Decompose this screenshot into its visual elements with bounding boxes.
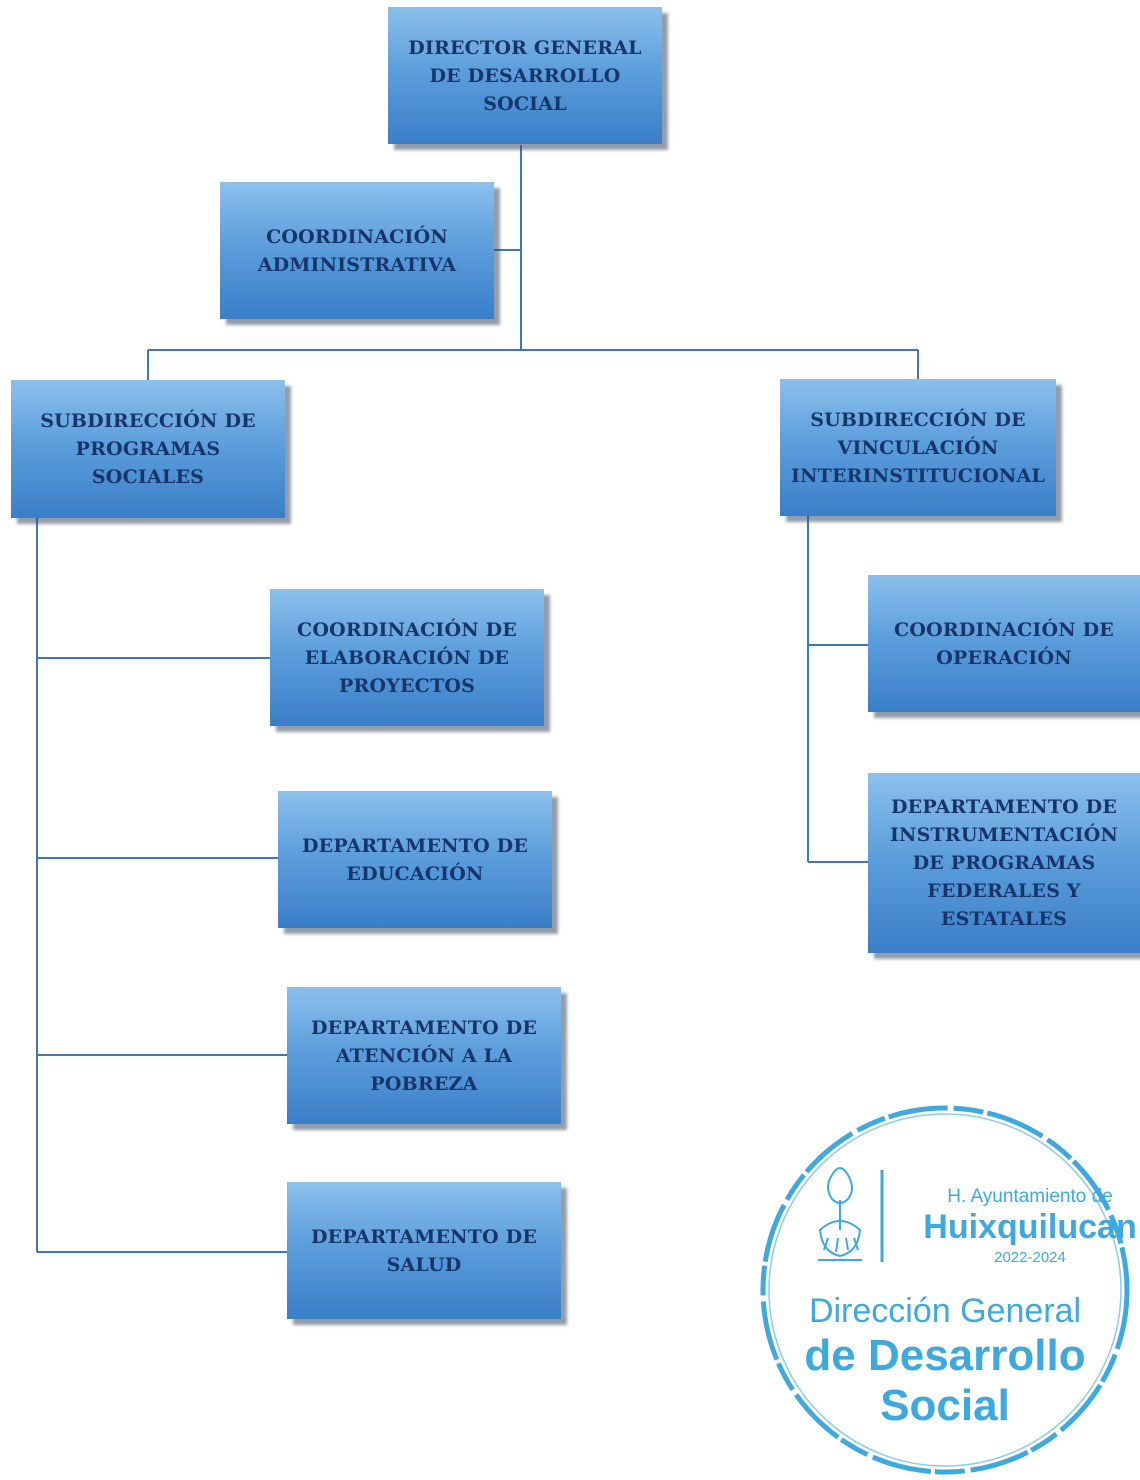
node-coordinacion-operacion: COORDINACIÓN DE OPERACIÓN <box>868 575 1140 712</box>
municipal-emblem-icon <box>818 1167 862 1261</box>
node-subdireccion-vinculacion-label: SUBDIRECCIÓN DE VINCULACIÓN INTERINSTITU… <box>790 408 1045 487</box>
node-departamento-educacion: DEPARTAMENTO DE EDUCACIÓN <box>278 791 552 928</box>
node-departamento-salud: DEPARTAMENTO DE SALUD <box>287 1182 561 1319</box>
node-subdireccion-programas-label: SUBDIRECCIÓN DE PROGRAMAS SOCIALES <box>40 410 256 488</box>
node-departamento-instrumentacion: DEPARTAMENTO DE INSTRUMENTACIÓN DE PROGR… <box>868 773 1140 953</box>
node-departamento-instrumentacion-label: DEPARTAMENTO DE INSTRUMENTACIÓN DE PROGR… <box>889 796 1119 930</box>
official-stamp: H. Ayuntamiento de Huixquilucan 2022-202… <box>760 1105 1137 1475</box>
node-coordinacion-administrativa: COORDINACIÓN ADMINISTRATIVA <box>220 182 494 319</box>
node-director-general: DIRECTOR GENERAL DE DESARROLLO SOCIAL <box>388 7 662 144</box>
stamp-line1: H. Ayuntamiento de <box>947 1186 1112 1207</box>
stamp-line2: Huixquilucan <box>923 1208 1136 1246</box>
node-departamento-pobreza: DEPARTAMENTO DE ATENCIÓN A LA POBREZA <box>287 987 561 1124</box>
node-director-general-label: DIRECTOR GENERAL DE DESARROLLO SOCIAL <box>408 36 642 115</box>
node-coordinacion-proyectos-label: COORDINACIÓN DE ELABORACIÓN DE PROYECTOS <box>297 618 517 697</box>
node-coordinacion-operacion-label: COORDINACIÓN DE OPERACIÓN <box>894 618 1114 669</box>
stamp-line5: de Desarrollo <box>804 1331 1085 1380</box>
stamp-line3: 2022-2024 <box>994 1249 1066 1266</box>
node-departamento-educacion-label: DEPARTAMENTO DE EDUCACIÓN <box>301 834 529 885</box>
node-coordinacion-administrativa-label: COORDINACIÓN ADMINISTRATIVA <box>257 225 457 276</box>
node-departamento-salud-label: DEPARTAMENTO DE SALUD <box>310 1225 538 1276</box>
node-subdireccion-programas: SUBDIRECCIÓN DE PROGRAMAS SOCIALES <box>11 380 285 518</box>
stamp-line4: Dirección General <box>809 1292 1081 1330</box>
node-departamento-pobreza-label: DEPARTAMENTO DE ATENCIÓN A LA POBREZA <box>310 1016 538 1095</box>
node-subdireccion-vinculacion: SUBDIRECCIÓN DE VINCULACIÓN INTERINSTITU… <box>780 379 1056 516</box>
stamp-line6: Social <box>880 1381 1010 1430</box>
node-coordinacion-proyectos: COORDINACIÓN DE ELABORACIÓN DE PROYECTOS <box>270 589 544 726</box>
